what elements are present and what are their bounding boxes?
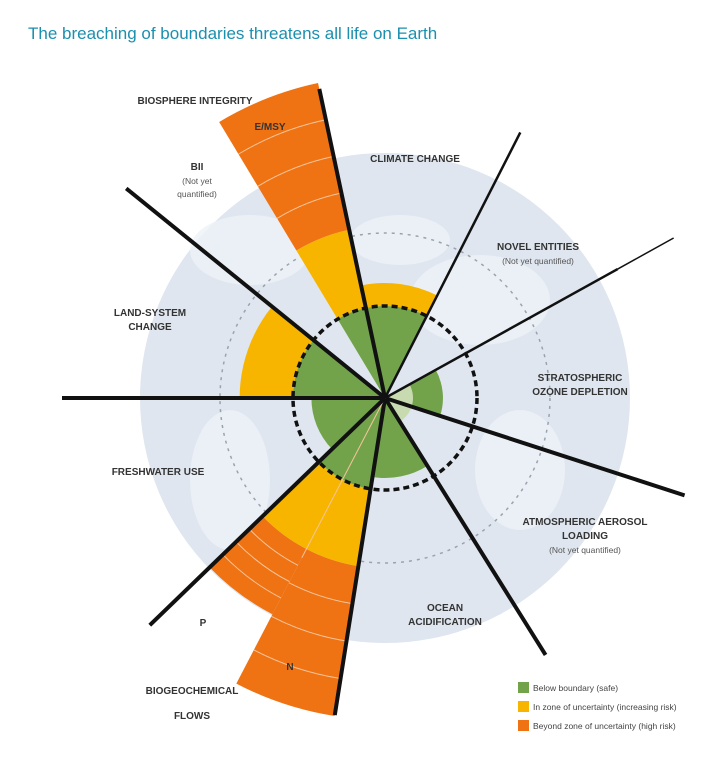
label-bii-note-2: quantified)	[177, 189, 217, 199]
wedge-safe-ocean-acidification	[372, 398, 428, 479]
label-bii-note-1: (Not yet	[182, 176, 212, 186]
wedge-band-line	[238, 119, 326, 155]
wedge-safe-stratospheric-ozone-depletion	[385, 369, 443, 416]
continent-shape	[475, 410, 565, 530]
label-n: N	[286, 662, 293, 673]
continent-shape	[350, 215, 450, 265]
wedge-band-line	[276, 192, 342, 219]
label-ozone-2: OZONE DEPLETION	[532, 387, 628, 398]
wedge-band-line	[288, 582, 353, 605]
sector-divider-line	[332, 397, 387, 716]
sector-divider-line	[301, 397, 386, 558]
label-novel-entities: NOVEL ENTITIES	[497, 242, 579, 253]
label-ozone-1: STRATOSPHERIC	[538, 373, 623, 384]
label-aerosol-note: (Not yet quantified)	[549, 545, 621, 555]
label-land-system-2: CHANGE	[128, 322, 172, 333]
wedge-band-line	[235, 541, 290, 583]
wedge-safe-land-system-change	[293, 340, 385, 398]
wedge-safe-e-msy	[337, 308, 385, 398]
label-land-system-1: LAND-SYSTEM	[114, 308, 186, 319]
label-p: P	[200, 618, 207, 629]
sector-divider-line	[148, 396, 387, 627]
legend-label-safe: Below boundary (safe)	[533, 683, 618, 693]
wedge-safe-n	[342, 398, 385, 489]
legend-label-high: Beyond zone of uncertainty (high risk)	[533, 721, 676, 731]
label-ocean-1: OCEAN	[427, 603, 463, 614]
label-bii: BII	[191, 162, 204, 173]
wedge-uncertain-n	[306, 479, 371, 567]
wedge-uncertain-p	[262, 461, 343, 549]
wedge-high-risk-p	[209, 516, 307, 615]
legend-label-uncertain: In zone of uncertainty (increasing risk)	[533, 702, 677, 712]
wedge-band-line	[257, 155, 334, 187]
label-ocean-2: ACIDIFICATION	[408, 617, 482, 628]
label-biosphere-integrity: BIOSPHERE INTEGRITY	[137, 96, 252, 107]
sector-divider-line	[617, 237, 674, 270]
wedge-band-line	[271, 615, 347, 642]
wedge-band-line	[253, 649, 341, 680]
label-flows: FLOWS	[174, 711, 210, 722]
wedge-high-risk-n	[236, 548, 359, 717]
label-novel-entities-note: (Not yet quantified)	[502, 256, 574, 266]
wedge-high-risk-e-msy	[219, 83, 350, 251]
continent-shape	[190, 410, 270, 550]
label-aerosol-2: LOADING	[562, 531, 608, 542]
page-title: The breaching of boundaries threatens al…	[28, 24, 438, 43]
label-biogeochemical: BIOGEOCHEMICAL	[146, 686, 239, 697]
wedge-uncertain-e-msy	[296, 229, 366, 320]
sector-divider-line	[383, 131, 522, 399]
legend-swatch-safe	[518, 682, 529, 693]
label-freshwater-use: FRESHWATER USE	[112, 467, 205, 478]
boundary-dashed-circle	[291, 304, 479, 492]
wedge-safe-freshwater-use	[311, 398, 385, 450]
wedge-band-line	[248, 528, 299, 566]
sector-divider-line	[317, 88, 387, 399]
wedge-band-line	[222, 554, 282, 599]
label-emsy: E/MSY	[254, 122, 285, 133]
sector-divider-line	[124, 186, 387, 400]
legend-swatch-uncertain	[518, 701, 529, 712]
sector-divider-line	[383, 396, 548, 657]
continent-shape	[190, 215, 310, 285]
wedge-safe-p	[318, 398, 385, 480]
label-climate-change: CLIMATE CHANGE	[370, 154, 460, 165]
sector-divider-line	[384, 267, 619, 400]
label-aerosol-1: ATMOSPHERIC AEROSOL	[522, 517, 647, 528]
outer-dotted-circle	[219, 232, 551, 564]
wedge-uncertain-climate-change	[361, 282, 438, 317]
sector-divider-line	[384, 396, 686, 498]
legend-swatch-high	[518, 720, 529, 731]
